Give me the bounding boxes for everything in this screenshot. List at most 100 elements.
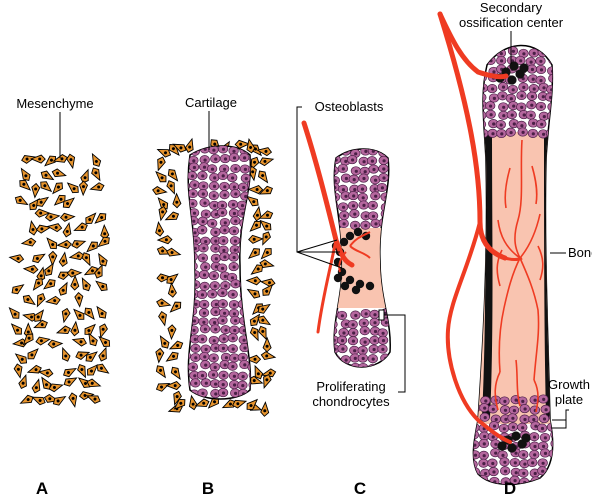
mesenchyme-cell (262, 336, 272, 353)
chondrocyte (359, 326, 370, 336)
chondrocyte (507, 46, 519, 56)
chondrocyte (188, 288, 191, 298)
chondrocyte (378, 149, 389, 158)
chondrocyte (208, 181, 220, 191)
chondrocyte (495, 120, 506, 130)
mesenchyme-cell (85, 212, 97, 224)
mesenchyme-cell (37, 368, 54, 378)
mesenchyme-cell (75, 351, 91, 360)
chondrocyte (536, 476, 548, 485)
mesenchyme-cell (62, 197, 75, 209)
chondrocyte (498, 423, 510, 433)
chondrocyte (219, 190, 230, 200)
chondrocyte (239, 152, 250, 163)
mesenchyme-cell (19, 394, 34, 404)
chondrocyte (518, 449, 529, 460)
proliferating-marker (378, 309, 385, 321)
mesenchyme-cell (248, 248, 260, 259)
chondrocyte (188, 252, 198, 262)
chondrocyte (515, 55, 526, 65)
chondrocyte (550, 458, 553, 469)
chondrocyte (479, 412, 490, 422)
chondrocyte (497, 91, 508, 101)
mesenchyme-cell (252, 205, 262, 222)
chondrocyte (197, 334, 208, 344)
chondrocyte (190, 378, 201, 388)
chondrocyte (538, 441, 549, 451)
mesenchyme-cell (85, 395, 101, 404)
ossified-cell (353, 227, 363, 237)
mesenchyme-cell (155, 221, 165, 237)
chondrocyte (376, 182, 388, 193)
mesenchyme-cell (46, 223, 63, 233)
chondrocyte (338, 328, 349, 338)
ossified-cell (509, 61, 519, 71)
chondrocyte (188, 272, 189, 282)
chondrocyte (496, 128, 507, 139)
mesenchyme-cell (167, 282, 177, 298)
mesenchyme-cell (32, 278, 44, 291)
chondrocyte (237, 244, 248, 255)
chondrocyte (516, 90, 527, 101)
chondrocyte (248, 353, 251, 363)
mesenchyme-cell (68, 251, 85, 261)
stage-c-primary-ossification: Osteoblasts Proliferating chondrocytes C (296, 99, 406, 498)
epiphyseal-artery-bottom (445, 220, 512, 444)
chondrocyte (488, 421, 500, 431)
mesenchyme-cell (188, 394, 198, 411)
chondrocyte (350, 310, 361, 320)
mesenchyme-cell (78, 180, 89, 197)
chondrocyte (188, 188, 198, 199)
chondrocyte (529, 449, 540, 460)
proliferating-label-line2: chondrocytes (312, 394, 390, 409)
mesenchyme-cell (29, 154, 46, 164)
mesenchyme-cell (172, 192, 182, 209)
mesenchyme-cell (94, 213, 107, 224)
chondrocyte (550, 439, 553, 449)
mesenchyme-cell (70, 320, 80, 337)
chondrocyte (550, 430, 553, 440)
chondrocyte (188, 216, 199, 226)
chondrocyte (539, 432, 551, 443)
mesenchyme-cell (254, 364, 264, 380)
capillary-c (338, 231, 371, 273)
mesenchyme-cell (249, 313, 261, 327)
chondrocyte (217, 288, 228, 298)
mesenchyme-cell (61, 307, 71, 324)
chondrocyte (349, 220, 361, 230)
mesenchyme-cell (246, 288, 261, 299)
chondrocyte (535, 64, 547, 75)
mesenchyme-cell (155, 365, 166, 379)
panel-label-b: B (202, 479, 214, 498)
chondrocyte (379, 364, 390, 367)
chondrocyte (478, 450, 489, 460)
chondrocyte (348, 174, 359, 184)
growth-plate-bracket (552, 409, 569, 421)
mesenchyme-cell (263, 373, 272, 389)
chondrocyte (347, 155, 358, 165)
chondrocyte (367, 200, 378, 210)
ossified-cell (507, 443, 517, 453)
mesenchyme-cell (22, 294, 36, 306)
chondrocyte (489, 476, 500, 485)
ossified-cell (355, 279, 365, 289)
chondrocyte (188, 369, 190, 379)
chondrocyte (219, 360, 230, 370)
chondrocyte (200, 378, 212, 388)
chondrocyte (188, 362, 199, 372)
chondrocyte (478, 458, 489, 468)
mesenchyme-cell (40, 170, 55, 181)
chondrocyte (198, 308, 210, 318)
chondrocyte (508, 119, 520, 129)
chondrocyte (207, 369, 219, 380)
chondrocyte (197, 225, 208, 235)
chondrocyte (546, 84, 553, 94)
ossified-cell (340, 281, 350, 291)
chondrocyte (230, 189, 241, 199)
growth-plate-label-line1: Growth (548, 377, 590, 392)
mesenchyme-cell (66, 268, 83, 278)
chondrocyte (519, 404, 530, 414)
mesenchyme-cell (155, 383, 171, 392)
panel-label-c: C (354, 479, 366, 498)
mesenchyme-cell (62, 346, 71, 362)
